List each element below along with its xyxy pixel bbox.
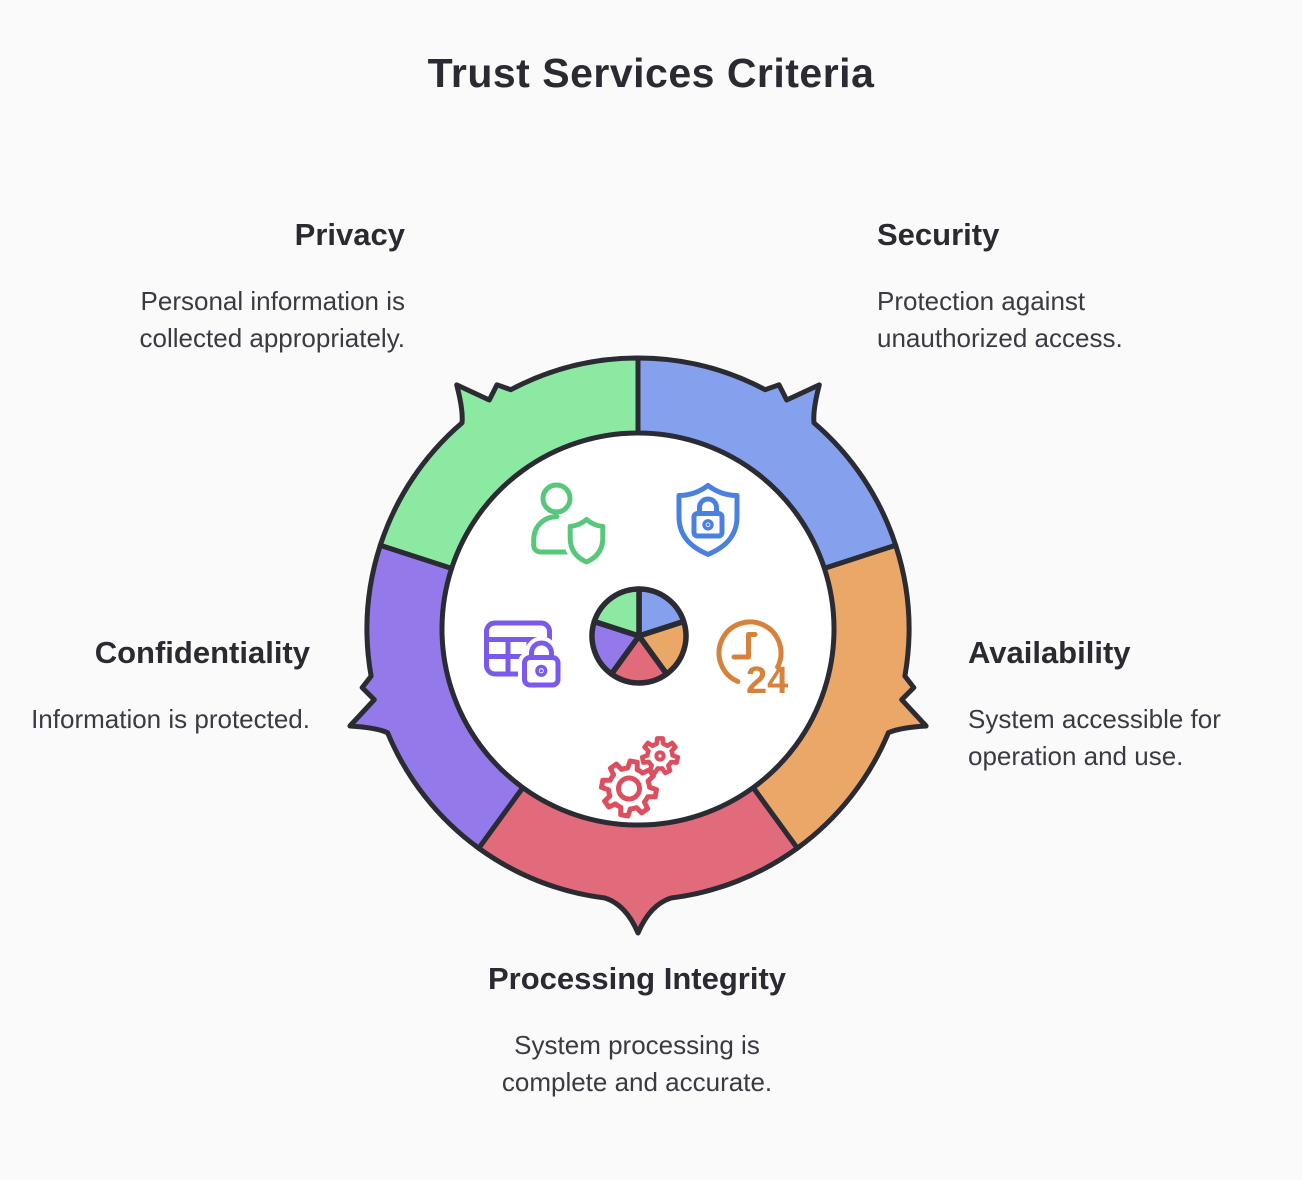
segment-security xyxy=(635,355,899,571)
confidentiality-description: Information is protected. xyxy=(31,704,310,734)
security-description: Protection against unauthorized access. xyxy=(877,286,1123,353)
confidentiality-heading: Confidentiality xyxy=(94,635,310,670)
pie-slice-privacy xyxy=(591,586,642,639)
segment-privacy xyxy=(377,355,641,571)
center-pie-chart xyxy=(589,586,689,686)
segment-availability xyxy=(750,542,929,851)
availability-description: System accessible for operation and use. xyxy=(968,704,1221,771)
clock-24-label: 24 xyxy=(746,660,788,702)
availability-heading: Availability xyxy=(968,635,1131,670)
shield-lock-icon xyxy=(676,483,740,557)
segment-confidentiality xyxy=(347,542,526,851)
privacy-description: Personal information is collected approp… xyxy=(139,286,405,353)
security-heading: Security xyxy=(877,217,1000,252)
processing-integrity-description: System processing is complete and accura… xyxy=(501,1030,773,1097)
label-block-security: Security Protection against unauthorized… xyxy=(877,212,1207,357)
table-lock-icon xyxy=(484,620,565,692)
processing-integrity-heading: Processing Integrity xyxy=(487,961,787,996)
segment-processing-integrity xyxy=(476,785,800,936)
label-block-privacy: Privacy Personal information is collecte… xyxy=(75,212,405,357)
person-shield-icon xyxy=(531,482,610,569)
label-block-processing-integrity: Processing Integrity System processing i… xyxy=(487,956,787,1101)
clock-24-icon: 24 xyxy=(716,619,788,702)
gears-icon xyxy=(599,736,681,819)
label-block-confidentiality: Confidentiality Information is protected… xyxy=(30,630,310,738)
label-block-availability: Availability System accessible for opera… xyxy=(968,630,1278,775)
privacy-heading: Privacy xyxy=(294,217,405,252)
page-title: Trust Services Criteria xyxy=(427,50,875,96)
